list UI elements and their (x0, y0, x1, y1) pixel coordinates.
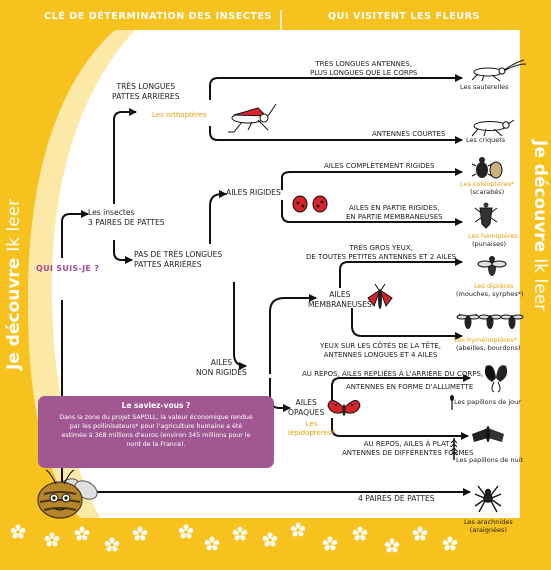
result-hemipteres: Les hémiptères (468, 232, 518, 240)
cricket-illustration (471, 119, 515, 137)
orthoptera-illustration (228, 103, 277, 133)
night-moth-illustration (472, 426, 504, 442)
side-title-left-thin: Ik leer (4, 198, 24, 252)
bug-illustration (474, 202, 498, 229)
node-four-pairs: 4 PAIRES DE PATTES (358, 494, 435, 503)
arrow-to-partly-rigid (281, 200, 463, 226)
criteria-big-eyes: TRÈS GROS YEUX, DE TOUTES PETITES ANTENN… (306, 244, 457, 261)
result-scarabees: (scarabés) (470, 188, 505, 196)
red-butterfly-illustration (327, 400, 361, 416)
arrow-to-non-rigid-wings (233, 282, 247, 370)
criteria-fully-rigid: AILES COMPLÈTEMENT RIGIDES (324, 162, 435, 170)
arrow-to-membranous (269, 294, 317, 374)
header-title-left: CLÉ DE DÉTERMINATION DES INSECTES (44, 11, 272, 22)
red-moth-illustration (367, 283, 393, 309)
criteria-short-antennae: ANTENNES COURTES (372, 130, 446, 138)
flower-decoration (10, 522, 458, 553)
result-criquets: Les criquets (466, 136, 506, 144)
beetle-illustration (471, 157, 503, 179)
result-punaises: (punaises) (472, 240, 506, 248)
arrow-to-flat-wings (331, 418, 469, 440)
did-you-know-title: Le saviez-vous ? (121, 401, 191, 410)
did-you-know-body: Dans la zone du projet SAPOLL, la valeur… (59, 414, 253, 448)
feather-antenna-illustration (450, 438, 458, 460)
node-not-long-legs: PAS DE TRÈS LONGUES PATTES ARRIÈRES (134, 250, 223, 269)
criteria-folded-wings: AU REPOS, AILES REPLIÉES À L'ARRIÈRE DU … (302, 370, 484, 378)
result-hymenopteres: Les hyménoptères* (454, 336, 518, 344)
arrow-to-side-eyes (351, 308, 463, 340)
club-antenna-illustration (450, 395, 454, 410)
fly-illustration (477, 256, 507, 276)
criteria-side-eyes: YEUX SUR LES CÔTÉS DE LA TÊTE, ANTENNES … (320, 342, 441, 359)
grasshopper-illustration (471, 59, 527, 82)
ladybug-illustration (292, 195, 328, 213)
side-title-right: Je découvre Ik leer (530, 140, 550, 311)
did-you-know-box: Le saviez-vous ? Dans la zone du projet … (38, 396, 274, 468)
arrow-to-rigid-wings (209, 190, 227, 244)
arrow-to-folded-wings (331, 374, 471, 400)
result-mouches: (mouches, syrphes*) (456, 290, 524, 298)
node-lepidopteres: Les lépidoptères* (288, 420, 336, 437)
result-coleopteres: Les coléoptères* (460, 180, 515, 188)
side-title-right-bold: Je découvre (530, 140, 550, 253)
spider-illustration (474, 485, 502, 513)
criteria-club-antennae: ANTENNES EN FORME D'ALLUMETTE (346, 383, 474, 391)
bee-illustration (37, 469, 98, 519)
node-membranous-wings: AILES MEMBRANEUSES (308, 290, 372, 309)
header-title-right: QUI VISITENT LES FLEURS (328, 11, 480, 22)
arrow-to-long-antennae (209, 74, 463, 100)
side-title-left: Je découvre Ik leer (4, 199, 24, 370)
arrow-root-up (61, 210, 89, 258)
side-title-left-bold: Je découvre (4, 257, 24, 370)
arrow-to-long-legs (113, 108, 137, 204)
node-question: QUI SUIS-JE ? (36, 264, 100, 273)
result-papillons-jour: Les papillons de jour (454, 398, 521, 406)
result-arachnides: Les arachnides (araignées) (464, 518, 513, 534)
result-abeilles: (abeilles, bourdons) (456, 344, 521, 352)
result-papillons-nuit: Les papillons de nuit (456, 456, 523, 464)
result-dipteres: Les diptères (474, 282, 514, 290)
arrow-to-big-eyes (339, 258, 463, 288)
criteria-flat-wings: AU REPOS, AILES À PLAT, ANTENNES DE DIFF… (342, 440, 474, 457)
arrow-to-fully-rigid (281, 168, 463, 190)
arrow-to-short-antennae (209, 126, 463, 144)
day-butterfly-illustration (484, 365, 508, 393)
result-sauterelles: Les sauterelles (460, 83, 509, 91)
node-long-legs: TRÈS LONGUES PATTES ARRIÈRES (112, 82, 180, 101)
node-orthopteres: Les orthoptères (152, 111, 207, 119)
criteria-partly-rigid: AILES EN PARTIE RIGIDES, EN PARTIE MEMBR… (346, 204, 443, 221)
wasp-illustration (456, 313, 524, 329)
node-rigid-wings: AILES RIGIDES (226, 188, 281, 197)
arrow-to-not-long-legs (113, 240, 133, 264)
node-insects: Les insectes 3 PAIRES DE PATTES (88, 208, 165, 227)
side-title-right-thin: Ik leer (530, 258, 550, 312)
node-non-rigid-wings: AILES NON RIGIDES (196, 358, 247, 377)
node-opaque-wings: AILES OPAQUES (288, 398, 325, 417)
criteria-long-antennae: TRÈS LONGUES ANTENNES, PLUS LONGUES QUE … (310, 60, 418, 77)
